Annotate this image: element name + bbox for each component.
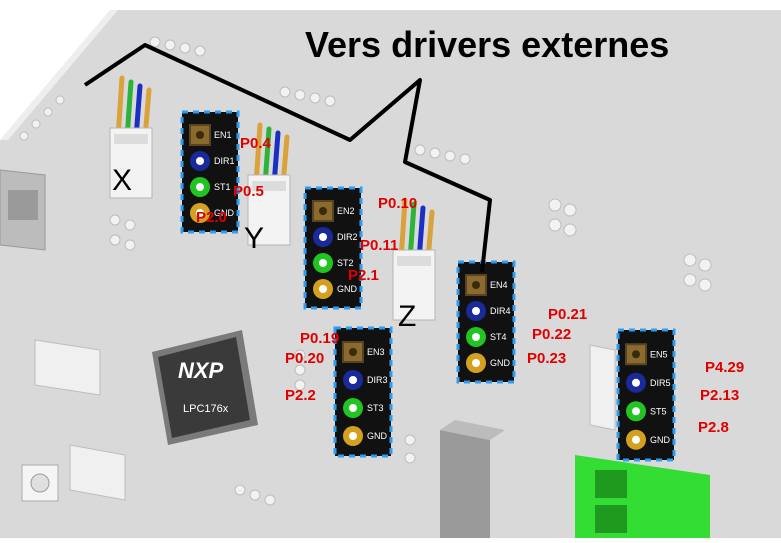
pad-hole (196, 157, 204, 165)
axis-label: Z (398, 300, 416, 333)
chip-label: LPC176x (183, 403, 229, 415)
silk-label-st: ST1 (214, 182, 231, 192)
silk-label-en: EN5 (650, 349, 668, 359)
connector-latch (397, 256, 431, 266)
mcu-chip: NXP LPC176x (152, 330, 258, 445)
pad-hole (472, 307, 480, 315)
silk-label-en: EN1 (214, 130, 232, 140)
silk-label-st: ST5 (650, 406, 667, 416)
pad-hole (472, 333, 480, 341)
callout-line (83, 43, 492, 273)
silk-label-gnd: GND (650, 435, 671, 445)
pin-label-en: P4.29 (705, 359, 744, 376)
pin-label-st: P2.8 (698, 419, 729, 436)
pcb-edge (0, 10, 118, 140)
relay-block (440, 430, 490, 538)
silk-label-dir: DIR1 (214, 156, 235, 166)
silk-label-en: EN4 (490, 280, 508, 290)
pin-label-dir: P0.22 (532, 326, 571, 343)
silk-label-gnd: GND (367, 431, 388, 441)
axis-label: X (112, 164, 132, 197)
pin-label-en: P0.4 (240, 135, 272, 152)
axis-connector-1 (109, 75, 153, 199)
pad-hole (319, 207, 327, 215)
pin-label-en: P0.21 (548, 306, 587, 323)
pad-hole (319, 259, 327, 267)
pin-label-en: P0.10 (378, 195, 417, 212)
jst-connectors (34, 339, 616, 501)
pad-hole (349, 404, 357, 412)
axis-label: Y (244, 222, 264, 255)
silk-label-gnd: GND (214, 208, 235, 218)
board-holes (19, 36, 712, 506)
sd-card-slot-window (8, 190, 38, 220)
silk-label-en: EN3 (367, 347, 385, 357)
pad-hole (196, 209, 204, 217)
silk-label-gnd: GND (337, 284, 358, 294)
pin-label-dir: P2.13 (700, 387, 739, 404)
silk-label-st: ST3 (367, 403, 384, 413)
silk-label-dir: DIR4 (490, 306, 511, 316)
silk-label-en: EN2 (337, 206, 355, 216)
axis-connector-3 (392, 197, 436, 321)
pin-label-st: P2.1 (348, 267, 379, 284)
relay-block-top (440, 420, 505, 440)
pin-label-en: P0.19 (300, 330, 339, 347)
silk-label-gnd: GND (490, 358, 511, 368)
diagram-title: Vers drivers externes (305, 24, 669, 65)
pin-label-st: P2.0 (196, 209, 227, 226)
silk-label-st: ST2 (337, 258, 354, 268)
pin-label-dir: P0.5 (233, 183, 264, 200)
pad-hole (319, 285, 327, 293)
connector-latch (114, 134, 148, 144)
pad-hole (632, 378, 640, 387)
pad-hole (349, 348, 357, 356)
silk-label-st: ST4 (490, 332, 507, 342)
pad-hole (472, 281, 480, 289)
pad-hole (319, 233, 327, 241)
axis-connector-2 (247, 122, 291, 246)
pin-label-st: P2.2 (285, 387, 316, 404)
pad-hole (349, 376, 357, 384)
silk-label-dir: DIR2 (337, 232, 358, 242)
silk-label-dir: DIR5 (650, 378, 671, 388)
pin-label-dir: P0.20 (285, 350, 324, 367)
pad-hole (472, 359, 480, 367)
pin-label-st: P0.23 (527, 350, 566, 367)
green-terminal-block (575, 455, 710, 538)
pad-hole (196, 131, 204, 139)
pad-hole (349, 432, 357, 440)
reset-button-cap (30, 473, 50, 493)
connector-latch (252, 181, 286, 191)
chip-logo: NXP (178, 358, 224, 383)
silk-label-dir: DIR3 (367, 375, 388, 385)
pad-hole (196, 183, 204, 191)
pad-hole (632, 350, 640, 359)
pin-label-dir: P0.11 (360, 237, 398, 254)
pad-hole (632, 435, 640, 444)
pad-hole (632, 407, 640, 416)
